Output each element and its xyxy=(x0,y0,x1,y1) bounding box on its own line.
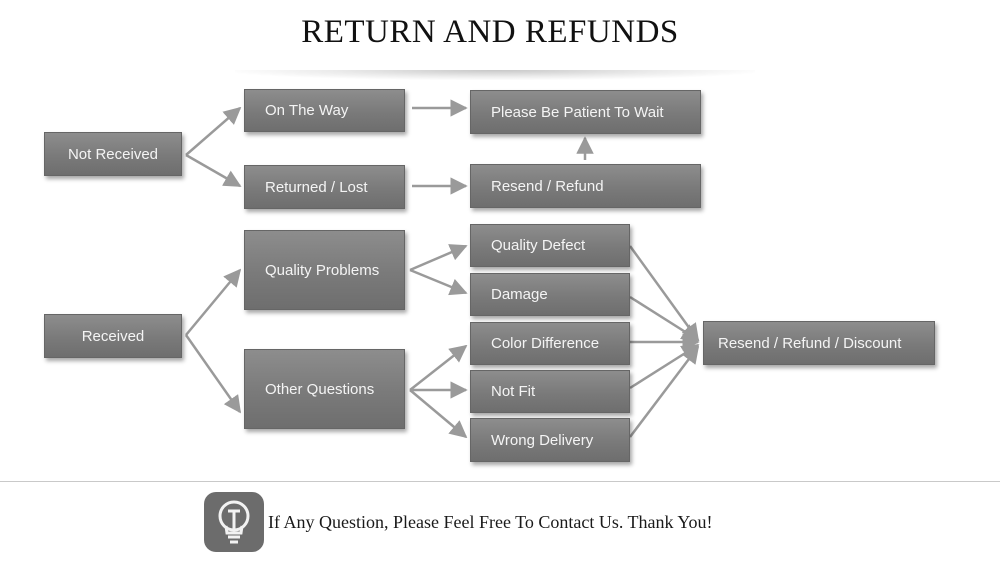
node-label: Resend / Refund xyxy=(491,177,604,195)
node-label: Resend / Refund / Discount xyxy=(718,334,902,352)
node-label: Not Fit xyxy=(491,383,536,400)
node-label: On The Way xyxy=(265,102,349,119)
node-label: Damage xyxy=(491,286,548,303)
arrow-damage-final xyxy=(629,295,700,342)
footer-divider xyxy=(0,481,1000,482)
arrow-other-color xyxy=(409,344,468,391)
node-returned-lost: Returned / Lost xyxy=(244,165,405,209)
node-quality-defect: Quality Defect xyxy=(470,224,630,267)
node-received: Received xyxy=(44,314,182,358)
node-label: Returned / Lost xyxy=(265,178,368,196)
node-label: Quality Defect xyxy=(491,237,586,254)
node-other-questions: Other Questions xyxy=(244,349,405,429)
footer-message: If Any Question, Please Feel Free To Con… xyxy=(268,512,713,532)
node-quality-problems: Quality Problems xyxy=(244,230,405,310)
node-resend-refund: Resend / Refund xyxy=(470,164,701,208)
arrow-wrong-final xyxy=(629,345,700,438)
node-wrong-delivery: Wrong Delivery xyxy=(470,418,630,462)
node-label: Color Difference xyxy=(491,335,600,352)
node-color-difference: Color Difference xyxy=(470,322,630,365)
arrow-other-wrong xyxy=(409,389,468,439)
lightbulb-icon xyxy=(204,492,264,552)
node-label: Please Be Patient To Wait xyxy=(491,103,664,121)
node-please-wait: Please Be Patient To Wait xyxy=(470,90,701,134)
node-on-the-way: On The Way xyxy=(244,89,405,132)
page-title: RETURN AND REFUNDS xyxy=(301,14,679,50)
arrow-received-quality xyxy=(185,268,242,336)
node-label: Received xyxy=(81,327,145,345)
node-not-fit: Not Fit xyxy=(470,370,630,413)
arrow-received-other xyxy=(184,334,242,414)
node-damage: Damage xyxy=(470,273,630,316)
title-shadow xyxy=(235,70,755,80)
node-label: Not Received xyxy=(67,145,159,163)
arrow-not-received-returned xyxy=(185,153,242,188)
node-label: Other Questions xyxy=(265,380,375,398)
node-not-received: Not Received xyxy=(44,132,182,176)
node-label: Wrong Delivery xyxy=(491,431,594,449)
arrow-quality-defect xyxy=(409,244,468,272)
arrow-notfit-final xyxy=(629,343,700,390)
arrow-defect-final xyxy=(628,245,700,342)
arrow-quality-damage xyxy=(409,268,468,296)
arrow-not-received-on-the-way xyxy=(185,106,242,156)
node-resend-refund-discount: Resend / Refund / Discount xyxy=(703,321,935,365)
node-label: Quality Problems xyxy=(265,261,380,279)
